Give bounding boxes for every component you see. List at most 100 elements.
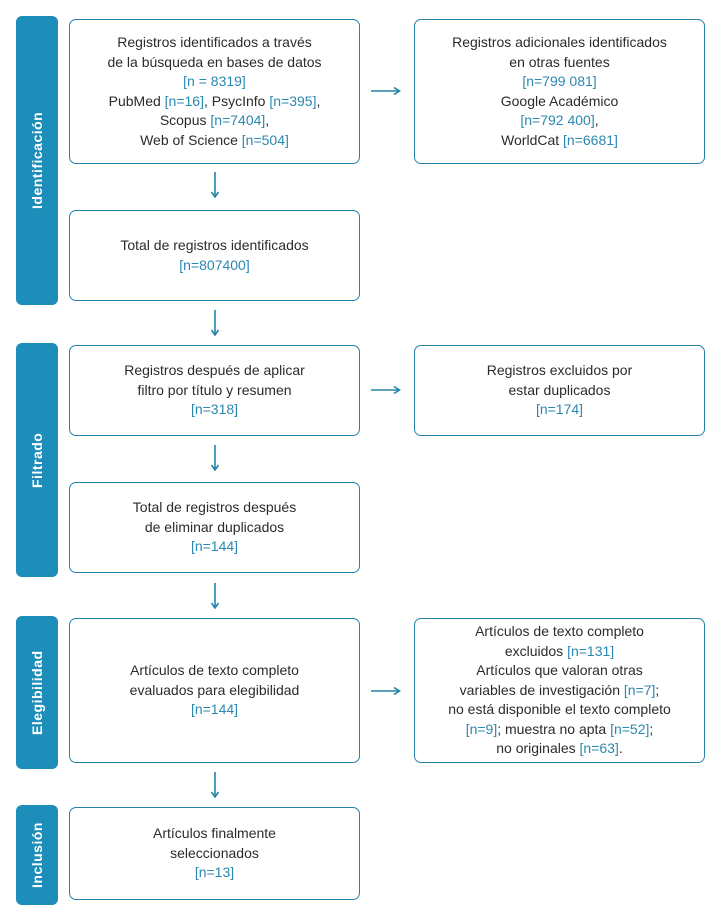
arrow-right-icon xyxy=(371,686,401,696)
arrow-down-icon xyxy=(210,310,220,336)
box-text-line: no está disponible el texto completo xyxy=(448,700,671,720)
count-value: [n=144] xyxy=(190,701,239,718)
box-text: Artículos de texto completo xyxy=(475,623,644,640)
box-text-line: evaluados para elegibilidad xyxy=(130,681,300,701)
box-text: Registros después de aplicar xyxy=(124,362,305,379)
box-text: Web of Science xyxy=(140,131,242,148)
count-value: [n=16] xyxy=(164,92,204,109)
box-text: seleccionados xyxy=(170,844,259,861)
box-text-line: de la búsqueda en bases de datos xyxy=(107,53,321,73)
count-value: [n=7404] xyxy=(210,112,266,128)
box-text: , xyxy=(316,92,321,109)
box-text-line: Total de registros después xyxy=(133,498,296,518)
box-text-line: Registros excluidos por xyxy=(487,361,633,381)
box-text-line: Total de registros identificados xyxy=(120,236,308,256)
box-after-dedup: Total de registros después de eliminar du… xyxy=(69,482,360,573)
box-text-line: Artículos de texto completo xyxy=(475,622,644,642)
box-text-line: [n=144] xyxy=(191,537,238,557)
count-value: [n = 8319] xyxy=(183,73,246,89)
count-value: [n=131] xyxy=(567,642,615,659)
box-text-line: Google Académico xyxy=(501,92,619,112)
stage-inclusion: Inclusión xyxy=(16,805,58,905)
box-text-line: WorldCat [n=6681] xyxy=(501,131,618,151)
box-text: no está disponible el texto completo xyxy=(448,701,671,718)
box-text: WorldCat xyxy=(501,131,564,148)
box-text-line: Registros adicionales identificados xyxy=(452,33,667,53)
box-text: ; xyxy=(655,681,660,698)
count-value: [n=144] xyxy=(190,538,239,555)
box-text: en otras fuentes xyxy=(509,53,610,70)
count-value: [n=63] xyxy=(579,740,619,757)
box-text-line: Registros después de aplicar xyxy=(124,361,305,381)
box-text-line: estar duplicados xyxy=(509,381,611,401)
box-text-line: [n=318] xyxy=(191,400,238,420)
box-text-line: [n=144] xyxy=(191,700,238,720)
box-text-line: variables de investigación [n=7]; xyxy=(460,681,660,701)
count-value: [n=799 081] xyxy=(522,73,597,89)
box-text-line: [n=799 081] xyxy=(522,72,596,92)
count-value: [n=792 400] xyxy=(520,112,595,128)
count-value: [n=9] xyxy=(465,720,498,737)
box-text-line: Scopus [n=7404], xyxy=(160,111,269,131)
box-text: Google Académico xyxy=(500,92,619,109)
box-text: Artículos que valoran otras xyxy=(476,662,643,679)
box-other-sources: Registros adicionales identificados en ot… xyxy=(414,19,705,164)
arrow-down-icon xyxy=(210,445,220,471)
box-text: , xyxy=(265,112,270,128)
box-text-line: filtro por título y resumen xyxy=(137,381,291,401)
box-text: Total de registros identificados xyxy=(120,237,309,253)
box-text: estar duplicados xyxy=(508,381,611,398)
box-final-selected: Artículos finalmente seleccionados [n=13] xyxy=(69,807,360,900)
box-text-line: Registros identificados a través xyxy=(117,33,312,53)
box-full-text-excluded: Artículos de texto completo excluidos [n=… xyxy=(414,618,705,763)
box-text-line: Web of Science [n=504] xyxy=(140,131,289,151)
box-text-line: Artículos finalmente xyxy=(153,824,276,844)
box-text: Total de registros después xyxy=(132,499,297,516)
arrow-right-icon xyxy=(371,86,401,96)
box-text-line: excluidos [n=131] xyxy=(505,642,614,662)
count-value: [n=6681] xyxy=(563,131,618,148)
box-text: evaluados para elegibilidad xyxy=(129,681,300,698)
box-text: de eliminar duplicados xyxy=(144,518,285,535)
arrow-down-icon xyxy=(210,772,220,798)
box-text-line: [n=174] xyxy=(536,400,583,420)
stage-identificacion: Identificación xyxy=(16,16,58,305)
box-total-identified: Total de registros identificados [n=80740… xyxy=(69,210,360,301)
box-text: , xyxy=(594,112,599,128)
stage-label: Inclusión xyxy=(29,822,45,888)
box-text: ; xyxy=(649,720,654,737)
count-value: [n=13] xyxy=(194,864,235,881)
stage-label: Identificación xyxy=(29,111,45,210)
stage-elegibilidad: Elegibilidad xyxy=(16,616,58,769)
box-after-filter: Registros después de aplicar filtro por t… xyxy=(69,345,360,436)
stage-label: Elegibilidad xyxy=(29,650,45,735)
box-full-text-evaluated: Artículos de texto completo evaluados par… xyxy=(69,618,360,763)
count-value: [n=52] xyxy=(610,720,650,737)
box-text: de la búsqueda en bases de datos xyxy=(107,53,322,70)
box-db-search: Registros identificados a través de la bú… xyxy=(69,19,360,164)
count-value: [n=7] xyxy=(623,681,656,698)
box-text: . xyxy=(618,740,623,757)
box-text-line: en otras fuentes xyxy=(509,53,609,73)
box-text: Registros identificados a través xyxy=(117,34,312,50)
count-value: [n=318] xyxy=(190,401,239,418)
box-text: excluidos xyxy=(504,642,568,659)
box-text-line: de eliminar duplicados xyxy=(145,518,284,538)
count-value: [n=504] xyxy=(241,131,289,148)
box-text: Artículos de texto completo xyxy=(130,662,299,679)
box-text: Artículos finalmente xyxy=(153,825,276,842)
box-text-line: Artículos de texto completo xyxy=(130,661,299,681)
box-text: filtro por título y resumen xyxy=(137,381,292,398)
count-value: [n=807400] xyxy=(179,256,250,273)
count-value: [n=395] xyxy=(269,92,317,109)
box-text: Registros adicionales identificados xyxy=(452,34,667,50)
stage-label: Filtrado xyxy=(29,432,45,488)
stage-filtrado: Filtrado xyxy=(16,343,58,577)
box-text: PubMed xyxy=(108,92,165,109)
box-text-line: [n=807400] xyxy=(179,256,249,276)
box-text: Scopus xyxy=(159,112,211,128)
box-text-line: [n=792 400], xyxy=(520,111,598,131)
box-text-line: PubMed [n=16], PsycInfo [n=395], xyxy=(109,92,321,112)
box-text-line: [n = 8319] xyxy=(183,72,246,92)
box-text-line: [n=9]; muestra no apta [n=52]; xyxy=(466,720,654,740)
